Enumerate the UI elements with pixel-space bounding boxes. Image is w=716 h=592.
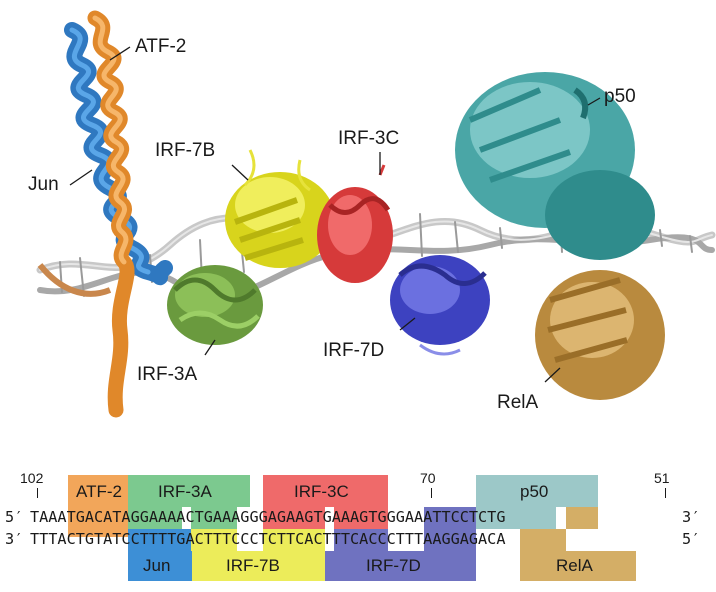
irf7b-structure [225,149,335,268]
label-atf2: ATF-2 [135,36,187,57]
irf3c-structure [317,164,393,283]
block-rela [520,551,636,581]
tick-102 [37,488,38,498]
seg-p50-top [476,507,556,529]
atf2-structure [37,10,135,418]
label-irf7d: IRF-7D [323,340,385,361]
tag-irf3a: IRF-3A [158,482,212,501]
seg-irf7b-bottom [191,529,237,551]
label-irf3c: IRF-3C [338,128,400,149]
block-irf7b [192,551,325,581]
protein-dna-structure [36,10,716,418]
tag-irf7d: IRF-7D [366,556,421,575]
seg-irf3c-top2 [334,507,388,529]
block-atf2 [68,475,128,537]
seg-irf3c-top [263,507,325,529]
tag-rela: RelA [556,556,593,575]
strand-top-prefix: 5′ [5,508,24,526]
leader-lines [69,46,601,383]
tick-70 [431,488,432,498]
seg-irf7d-top [424,507,476,551]
tag-jun: Jun [143,556,171,575]
label-rela: RelA [497,392,539,413]
strand-bottom-suffix: 5′ [682,530,701,548]
tag-irf3c: IRF-3C [294,482,349,501]
seg-irf3a-top [128,507,182,529]
strand-bottom-prefix: 3′ [5,530,24,548]
seg-irf3a-top2 [191,507,237,529]
tag-atf2: ATF-2 [76,482,122,501]
label-p50: p50 [604,86,636,107]
seg-jun-bottom [128,529,192,551]
position-70: 70 [420,470,436,486]
strand-top-suffix: 3′ [682,508,701,526]
position-102: 102 [20,470,44,486]
block-irf3a [128,475,250,507]
seg-irf7d-bottom [334,529,388,551]
irf7d-structure [390,255,490,356]
position-51: 51 [654,470,670,486]
p50-structure [455,72,655,260]
strand-top: TAAATGACATAGGAAAACTGAAAGGGAGAAGTGAAAGTGG… [30,508,506,526]
block-p50 [476,475,598,507]
seg-irf7b-bottom2 [263,529,325,551]
tag-irf7b: IRF-7B [226,556,280,575]
label-irf7b: IRF-7B [155,140,216,161]
block-irf3c [263,475,388,507]
seg-rela-bottom [520,529,566,551]
block-irf7d [325,551,476,581]
tag-p50: p50 [520,482,549,501]
label-irf3a: IRF-3A [137,364,198,385]
rela-structure [535,270,665,400]
tick-51 [665,488,666,498]
block-jun [128,551,192,581]
label-jun: Jun [28,174,59,195]
strand-bottom: TTTACTGTATCCTTTTGACTTTCCCTCTTCACTTTCACCC… [30,530,506,548]
sequence-diagram: 102 70 51 ATF-2 IRF-3A IRF-3C p50 Jun IR… [0,430,716,592]
seg-rela-top [566,507,598,529]
irf3a-structure [167,265,263,345]
